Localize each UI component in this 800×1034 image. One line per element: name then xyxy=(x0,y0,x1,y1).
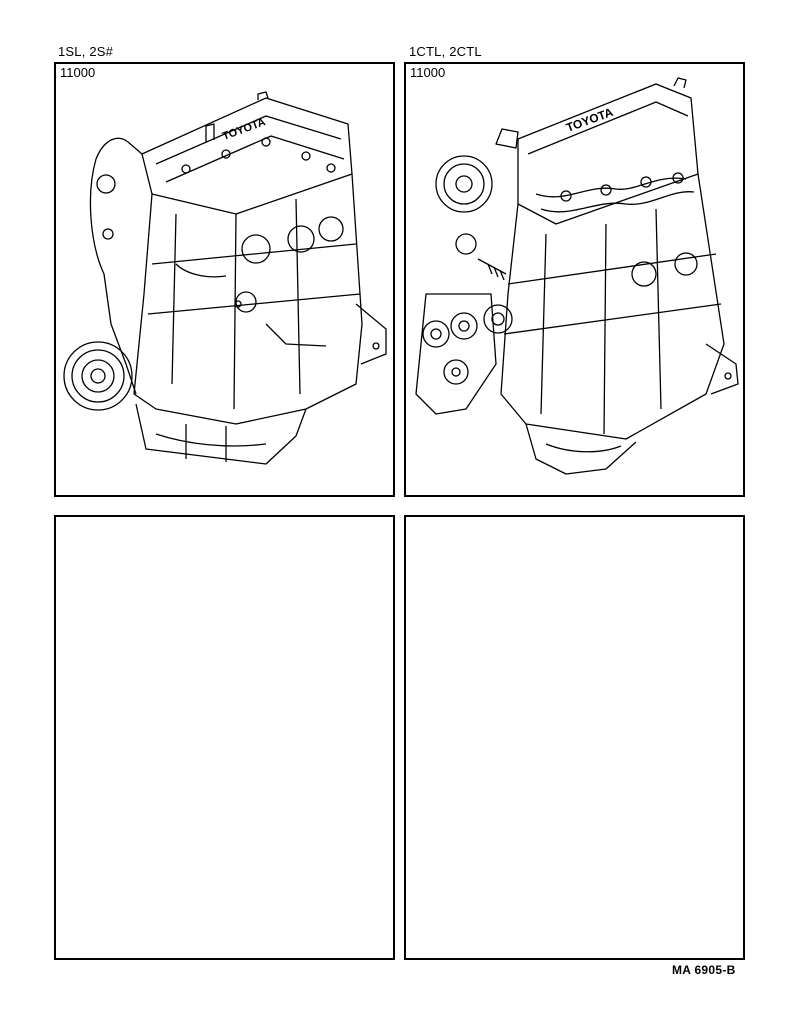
engine-illustration-left: TOYOTA xyxy=(63,91,387,465)
engine-illustration-right: TOYOTA xyxy=(415,77,739,475)
brand-text-left: TOYOTA xyxy=(221,116,267,143)
engine-label-right: 1CTL, 2CTL xyxy=(409,44,482,59)
brand-text-right: TOYOTA xyxy=(564,105,615,135)
part-number-right: 11000 xyxy=(410,65,446,80)
panel-top-right: 11000 xyxy=(404,62,745,497)
figure-code: MA 6905-B xyxy=(672,963,736,977)
panel-top-left: 11000 xyxy=(54,62,395,497)
engine-label-left: 1SL, 2S# xyxy=(58,44,114,59)
part-number-left: 11000 xyxy=(60,65,96,80)
panel-bottom-left xyxy=(54,515,395,960)
panel-bottom-right xyxy=(404,515,745,960)
